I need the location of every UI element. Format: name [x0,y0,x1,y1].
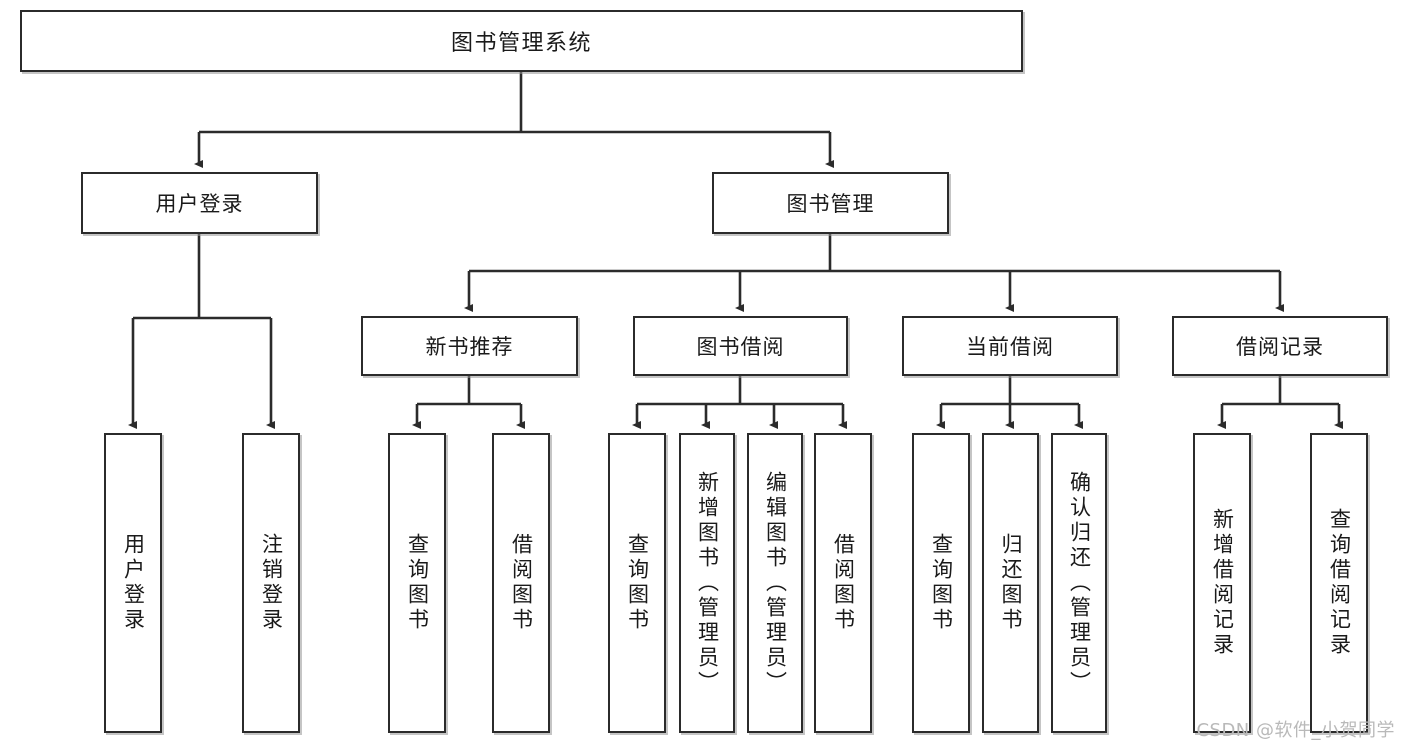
node-root-system[interactable]: 图书管理系统 [20,10,1023,72]
leaf-label: 借阅图书 [831,533,856,633]
leaf-book-borrow-add[interactable]: 新增图书（管理员） [679,433,735,733]
leaf-new-book-borrow[interactable]: 借阅图书 [492,433,550,733]
leaf-book-borrow-edit[interactable]: 编辑图书（管理员） [747,433,803,733]
node-current-borrow[interactable]: 当前借阅 [902,316,1118,376]
leaf-user-login-login[interactable]: 用户登录 [104,433,162,733]
leaf-label: 编辑图书（管理员） [763,470,788,696]
leaf-user-login-logout[interactable]: 注销登录 [242,433,300,733]
leaf-label: 用户登录 [121,533,146,633]
leaf-label: 注销登录 [259,533,284,633]
leaf-label: 归还图书 [999,533,1023,633]
leaf-label: 借阅图书 [509,533,534,633]
leaf-label: 查询图书 [405,533,430,633]
leaf-new-book-query[interactable]: 查询图书 [388,433,446,733]
leaf-label: 确认归还（管理员） [1067,470,1092,696]
leaf-label: 新增图书（管理员） [695,470,720,696]
leaf-borrow-record-query[interactable]: 查询借阅记录 [1310,433,1368,733]
leaf-label: 查询图书 [625,533,650,633]
node-book-management[interactable]: 图书管理 [712,172,949,234]
node-book-borrow[interactable]: 图书借阅 [633,316,848,376]
node-user-login[interactable]: 用户登录 [81,172,318,234]
leaf-label: 查询借阅记录 [1327,508,1352,658]
node-new-book-recommend[interactable]: 新书推荐 [361,316,578,376]
leaf-label: 新增借阅记录 [1210,508,1235,658]
leaf-current-borrow-query[interactable]: 查询图书 [912,433,970,733]
leaf-book-borrow-borrow[interactable]: 借阅图书 [814,433,872,733]
leaf-label: 查询图书 [929,533,954,633]
leaf-book-borrow-query[interactable]: 查询图书 [608,433,666,733]
leaf-current-borrow-confirm-return[interactable]: 确认归还（管理员） [1051,433,1107,733]
leaf-current-borrow-return[interactable]: 归还图书 [982,433,1039,733]
node-borrow-record[interactable]: 借阅记录 [1172,316,1388,376]
leaf-borrow-record-add[interactable]: 新增借阅记录 [1193,433,1251,733]
